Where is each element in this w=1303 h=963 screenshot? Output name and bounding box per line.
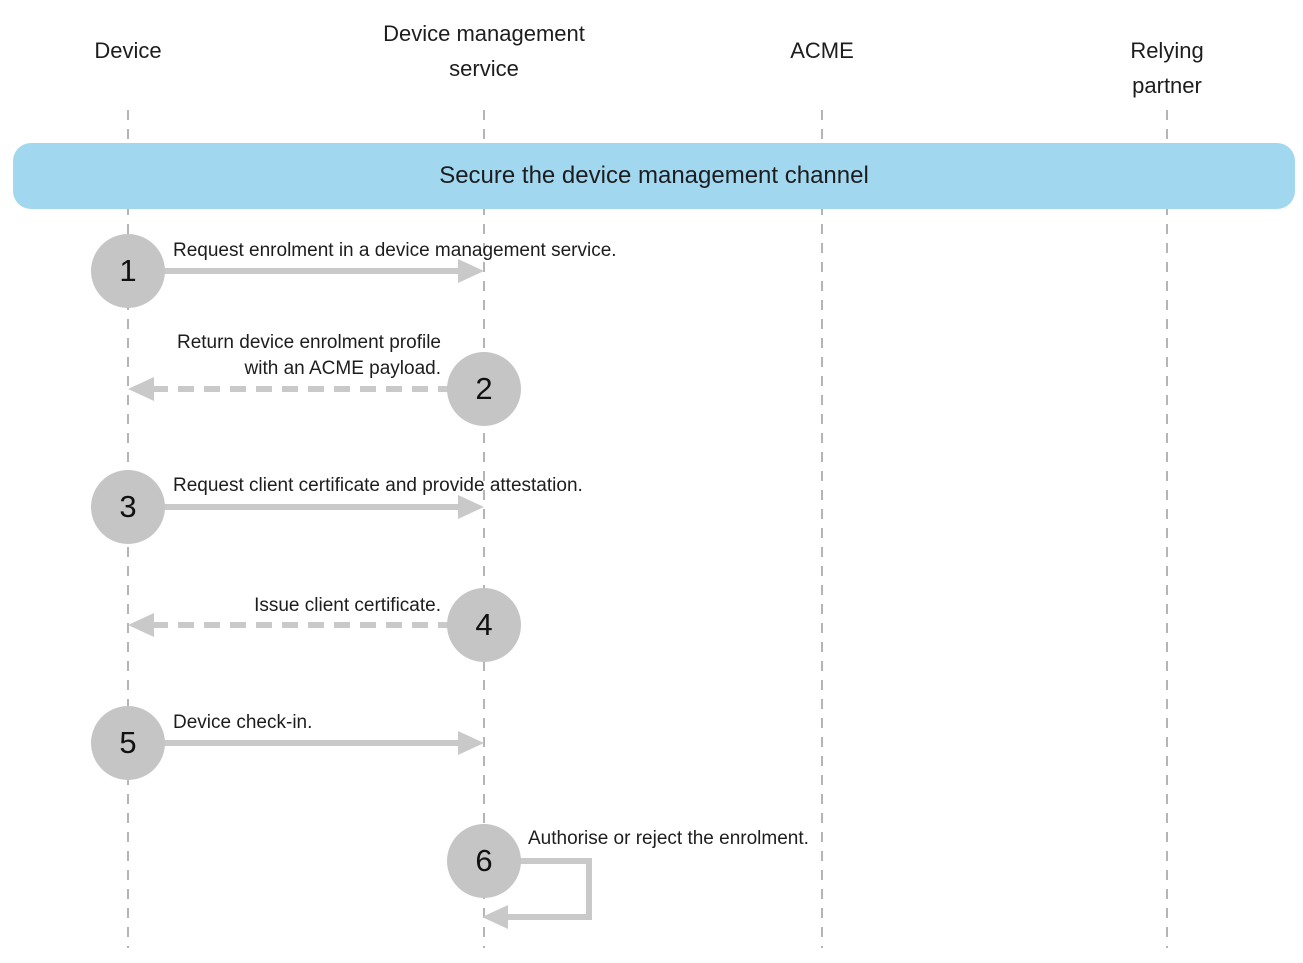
actor-label-device: Device [94, 38, 162, 63]
step-2-label: Return device enrolment profile with an … [176, 332, 441, 379]
step-5-label: Device check-in. [173, 712, 313, 733]
step-2-circle: 2 [447, 352, 521, 426]
step-1-label: Request enrolment in a device management… [173, 240, 617, 261]
step-3-circle: 3 [91, 470, 165, 544]
actor-label-device-management-service: Device management service [383, 21, 585, 81]
secure-channel-banner: Secure the device management channel [13, 143, 1295, 209]
arrowhead-right-icon [458, 731, 484, 755]
step-3-arrow-line [150, 504, 458, 510]
step-2-arrow-line [152, 386, 448, 392]
step-3-label: Request client certificate and provide a… [173, 475, 583, 496]
actor-label-acme: ACME [790, 38, 854, 63]
arrowhead-right-icon [458, 259, 484, 283]
step-5-circle: 5 [91, 706, 165, 780]
step-6-circle: 6 [447, 824, 521, 898]
arrowhead-left-icon [482, 905, 508, 929]
actor-label-relying-partner: Relying partner [1130, 38, 1204, 98]
lifeline-acme [821, 110, 823, 948]
lifeline-relying-partner [1166, 110, 1168, 948]
step-4-label: Issue client certificate. [254, 595, 441, 616]
step-1-circle: 1 [91, 234, 165, 308]
arrowhead-left-icon [128, 613, 154, 637]
arrowhead-left-icon [128, 377, 154, 401]
lifeline-device-management-service [483, 110, 485, 948]
step-1-arrow-line [150, 268, 458, 274]
arrowhead-right-icon [458, 495, 484, 519]
step-4-arrow-line [152, 622, 448, 628]
step-4-circle: 4 [447, 588, 521, 662]
step-6-label: Authorise or reject the enrolment. [528, 828, 809, 849]
step-5-arrow-line [150, 740, 458, 746]
step-6-self-loop-arrow [505, 858, 592, 920]
